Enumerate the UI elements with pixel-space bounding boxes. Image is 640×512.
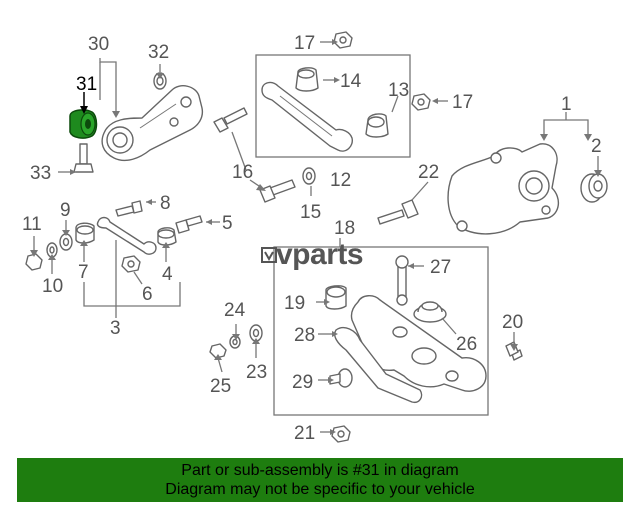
nut-part-6[interactable]: [121, 255, 141, 273]
watermark-text: vparts: [276, 238, 363, 271]
trailing-arm-part[interactable]: [101, 85, 204, 162]
label-28: 28: [294, 325, 315, 346]
label-21: 21: [294, 423, 315, 444]
label-29: 29: [292, 372, 313, 393]
banner-line-2: Diagram may not be specific to your vehi…: [165, 481, 475, 498]
label-20: 20: [502, 312, 523, 333]
bushing-part-31[interactable]: [69, 109, 98, 139]
label-31[interactable]: 31: [76, 74, 97, 95]
leader-lines: [33, 41, 599, 433]
lateral-link-part[interactable]: [96, 216, 157, 255]
bolt-part-16b[interactable]: [259, 179, 296, 203]
spring-pad-part[interactable]: [413, 301, 447, 323]
label-14: 14: [340, 71, 362, 92]
label-17a: 17: [294, 33, 315, 54]
label-22: 22: [418, 162, 439, 183]
arrowheads: [30, 39, 602, 435]
label-3: 3: [110, 318, 121, 339]
vparts-logo: vparts: [261, 238, 364, 271]
knuckle-part[interactable]: [447, 143, 559, 235]
upper-arm-assembly-box: [255, 54, 411, 158]
banner-line-1: Part or sub-assembly is #31 in diagram: [181, 462, 459, 479]
lower-arm-part[interactable]: [334, 295, 487, 404]
label-1: 1: [561, 94, 572, 115]
label-24: 24: [224, 300, 246, 321]
bushing-part-13[interactable]: [365, 113, 389, 138]
nut-part-21[interactable]: [331, 425, 351, 443]
bolt-part-20[interactable]: [505, 341, 523, 361]
label-32: 32: [148, 42, 169, 63]
label-4: 4: [162, 264, 173, 285]
bolt-part-22[interactable]: [377, 199, 419, 225]
label-16: 16: [232, 162, 253, 183]
label-25: 25: [210, 376, 231, 397]
stabilizer-link-part[interactable]: [395, 255, 409, 306]
label-15: 15: [300, 202, 321, 223]
label-33: 33: [30, 163, 51, 184]
bushing-part-19[interactable]: [325, 285, 347, 310]
washer-part-23[interactable]: [249, 324, 263, 342]
label-6: 6: [142, 284, 153, 305]
bushing-part-14[interactable]: [295, 67, 319, 92]
label-10: 10: [42, 276, 63, 297]
label-13: 13: [388, 80, 409, 101]
nut-part-11[interactable]: [25, 253, 43, 271]
bolt-part-8[interactable]: [115, 200, 143, 217]
label-8: 8: [160, 193, 171, 214]
label-18: 18: [334, 218, 355, 239]
label-30: 30: [88, 34, 109, 55]
nut-part-17a[interactable]: [333, 31, 353, 49]
label-19: 19: [284, 293, 305, 314]
bolt-part-16a[interactable]: [213, 107, 248, 133]
bushing-part-4[interactable]: [157, 227, 177, 246]
bushing-part-7[interactable]: [75, 222, 95, 244]
nut-part-25[interactable]: [209, 343, 227, 359]
label-26: 26: [456, 334, 477, 355]
upper-arm-part[interactable]: [261, 81, 353, 152]
label-27: 27: [430, 257, 451, 278]
washer-part-24[interactable]: [229, 335, 241, 349]
label-7: 7: [78, 262, 89, 283]
bolt-part-29[interactable]: [329, 368, 353, 388]
label-23: 23: [246, 362, 267, 383]
bolt-part-33[interactable]: [73, 143, 94, 173]
bolt-part-5[interactable]: [175, 215, 203, 234]
washer-part-15[interactable]: [302, 167, 316, 185]
label-5: 5: [222, 213, 233, 234]
nut-part-17b[interactable]: [411, 93, 431, 111]
label-12: 12: [330, 170, 351, 191]
label-9: 9: [60, 200, 71, 221]
label-2: 2: [591, 136, 602, 157]
label-11: 11: [22, 214, 42, 235]
lower-arm-assembly-box: [273, 246, 489, 416]
label-17b: 17: [452, 92, 473, 113]
info-banner: Part or sub-assembly is #31 in diagram D…: [17, 458, 623, 502]
washer-part-9[interactable]: [59, 233, 73, 251]
hub-part[interactable]: [580, 173, 608, 203]
